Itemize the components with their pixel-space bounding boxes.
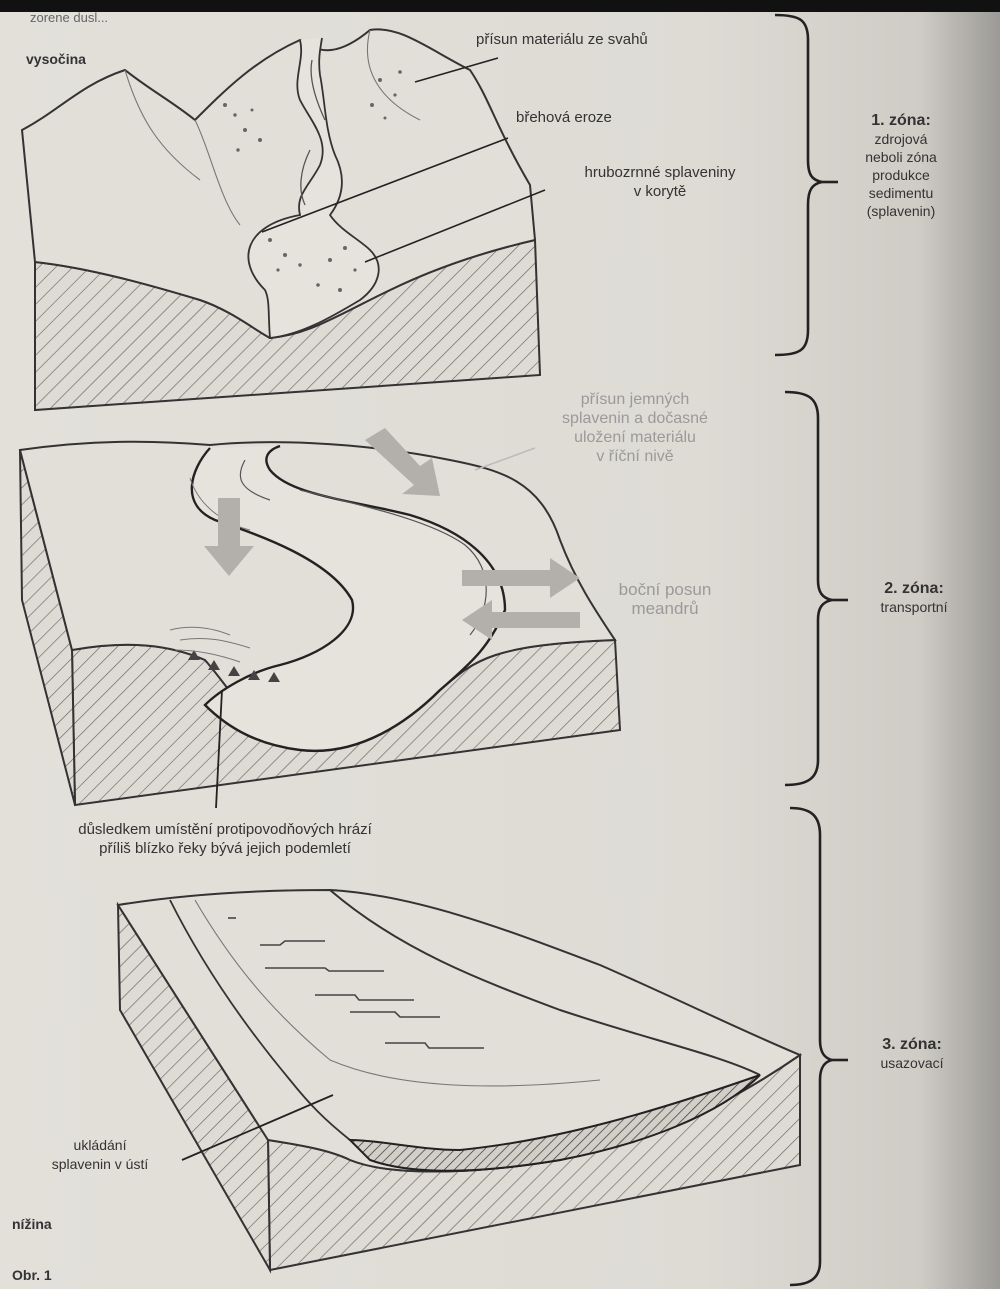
levee-note-line2: příliš blízko řeky bývá jejich podemletí xyxy=(0,839,450,858)
highland-block xyxy=(22,29,540,410)
fine-sediment-label: přísun jemných splavenin a dočasné ulože… xyxy=(515,390,755,466)
figure-caption: Obr. 1 xyxy=(12,1266,52,1285)
zone1-line2: neboli zóna xyxy=(838,148,964,166)
meander-block xyxy=(20,428,620,808)
zone2-title: 2. zóna: xyxy=(850,580,978,598)
zone1-line1: zdrojová xyxy=(838,130,964,148)
zone1-bracket xyxy=(775,15,822,355)
zone3-title: 3. zóna: xyxy=(852,1036,972,1054)
lateral-shift-line1: boční posun xyxy=(585,580,745,599)
highland-label: vysočina xyxy=(26,50,86,69)
zone2-line1: transportní xyxy=(850,598,978,616)
estuary-deposition-line2: splavenin v ústí xyxy=(15,1155,185,1174)
lateral-shift-line2: meandrů xyxy=(585,599,745,618)
zone2-label: 2. zóna: transportní xyxy=(850,580,978,616)
zone1-title: 1. zóna: xyxy=(838,112,964,130)
lateral-shift-label: boční posun meandrů xyxy=(585,580,745,618)
lowland-block xyxy=(118,890,800,1270)
zone2-bracket xyxy=(785,392,832,785)
fine-sediment-line4: v říční nivě xyxy=(515,447,755,466)
zone3-line1: usazovací xyxy=(852,1054,972,1072)
slope-supply-label: přísun materiálu ze svahů xyxy=(476,30,648,49)
fine-sediment-line2: splavenin a dočasné xyxy=(515,409,755,428)
zone1-label: 1. zóna: zdrojová neboli zóna produkce s… xyxy=(838,112,964,220)
zone1-line4: sedimentu xyxy=(838,184,964,202)
zone1-line5: (splavenin) xyxy=(838,202,964,220)
coarse-sediment-line1: hrubozrnné splaveniny xyxy=(540,163,780,182)
zone3-bracket xyxy=(790,808,832,1285)
estuary-deposition-line1: ukládání xyxy=(15,1136,185,1155)
levee-note-label: důsledkem umístění protipovodňových hráz… xyxy=(0,820,450,858)
estuary-deposition-label: ukládání splavenin v ústí xyxy=(15,1136,185,1174)
zone1-line3: produkce xyxy=(838,166,964,184)
zone3-label: 3. zóna: usazovací xyxy=(852,1036,972,1072)
fine-sediment-line1: přísun jemných xyxy=(515,390,755,409)
lowland-label: nížina xyxy=(12,1215,52,1234)
fine-sediment-line3: uložení materiálu xyxy=(515,428,755,447)
bank-erosion-label: břehová eroze xyxy=(516,108,612,127)
cropped-header: zorene dusl... xyxy=(30,8,108,27)
coarse-sediment-line2: v korytě xyxy=(540,182,780,201)
levee-note-line1: důsledkem umístění protipovodňových hráz… xyxy=(0,820,450,839)
coarse-sediment-label: hrubozrnné splaveniny v korytě xyxy=(540,163,780,201)
